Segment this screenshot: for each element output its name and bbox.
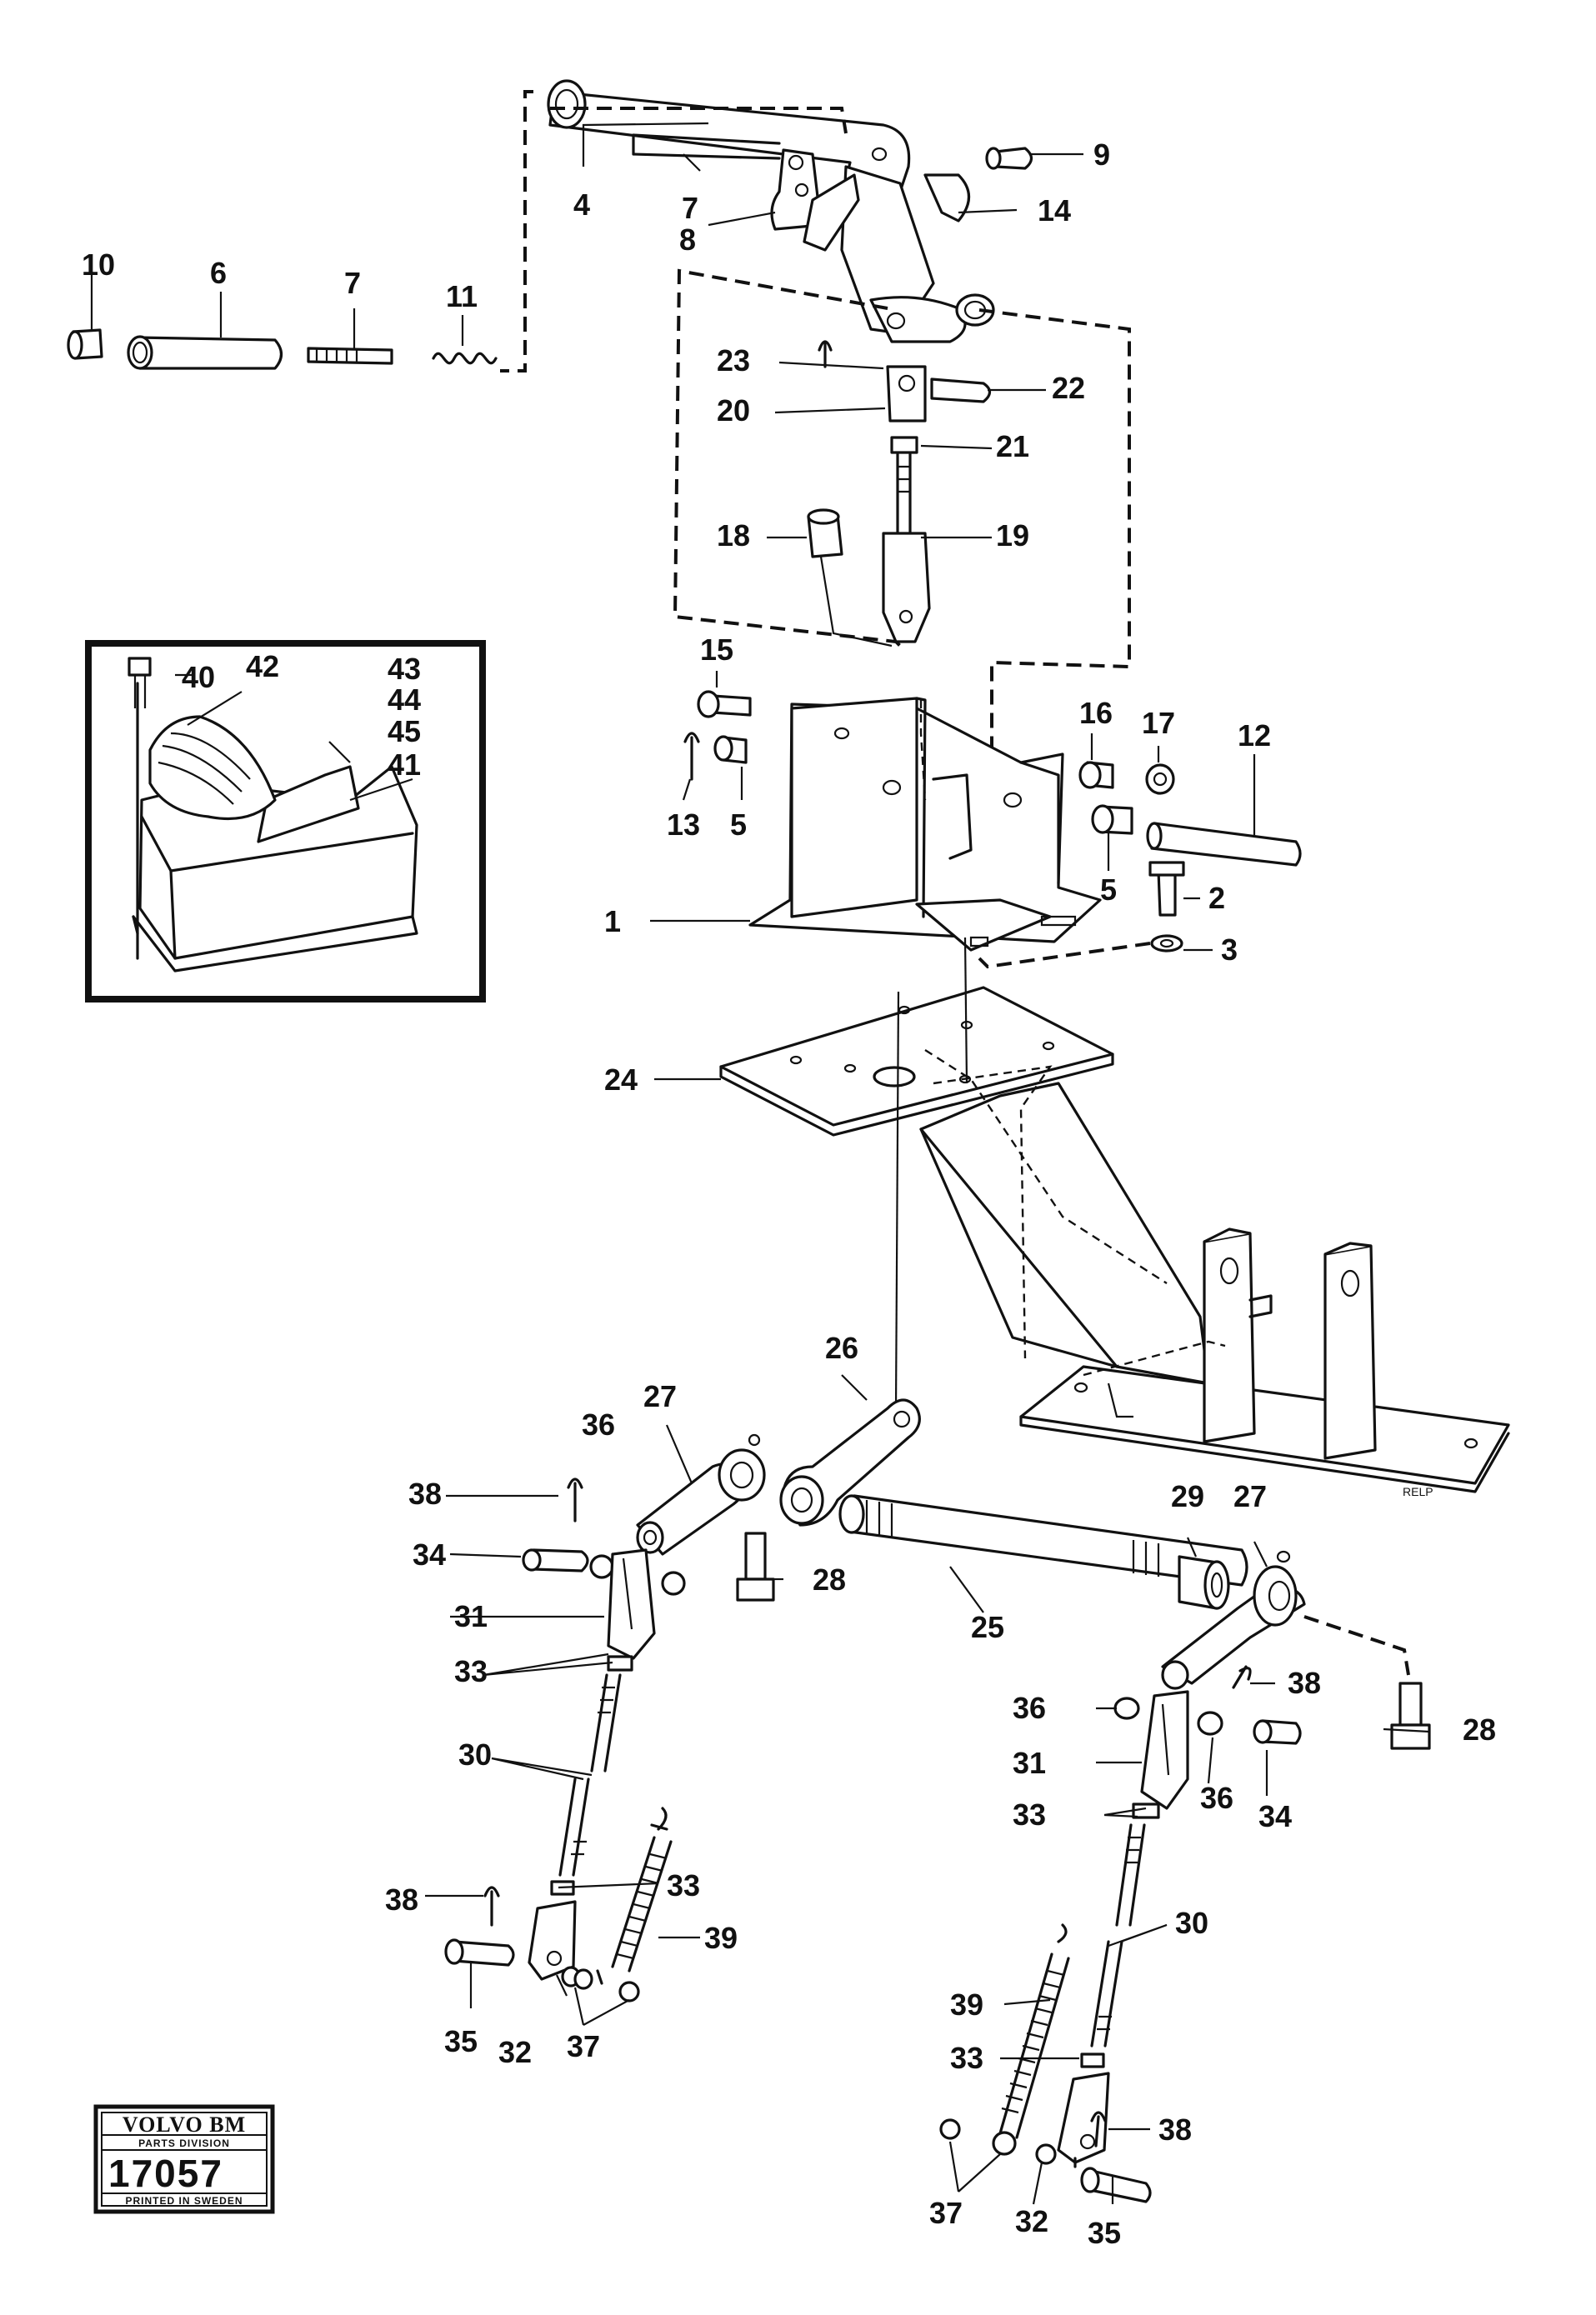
bracket-1 — [748, 697, 1102, 952]
callout-12: 12 — [1238, 718, 1271, 752]
callout-37: 37 — [929, 2196, 963, 2230]
stamp-division: PARTS DIVISION — [138, 2138, 230, 2149]
control-lever — [547, 79, 1033, 343]
callout-36: 36 — [1200, 1781, 1233, 1815]
callout-numbers: 1 2 3 4 5 5 6 7 7 8 9 10 11 12 13 14 15 … — [82, 138, 1496, 2250]
artist-mark: RELP — [1403, 1485, 1433, 1498]
callout-38: 38 — [408, 1477, 442, 1511]
callout-29: 29 — [1171, 1479, 1204, 1513]
callout-31: 31 — [1013, 1746, 1046, 1780]
callout-25: 25 — [971, 1610, 1004, 1644]
callout-23: 23 — [717, 343, 750, 378]
callout-18: 18 — [717, 518, 750, 552]
callout-42: 42 — [246, 649, 279, 683]
callout-36: 36 — [582, 1408, 615, 1442]
callout-26: 26 — [825, 1331, 858, 1365]
callout-14: 14 — [1038, 193, 1071, 228]
callout-7: 7 — [344, 266, 361, 300]
handle-parts — [67, 328, 498, 370]
stamp-number: 17057 — [108, 2152, 223, 2195]
callout-20: 20 — [717, 393, 750, 428]
callout-27: 27 — [643, 1379, 677, 1413]
callout-27: 27 — [1233, 1479, 1267, 1513]
callout-38: 38 — [1158, 2112, 1192, 2147]
leader-lines — [90, 122, 1430, 2205]
callout-33: 33 — [1013, 1798, 1046, 1832]
callout-30: 30 — [1175, 1906, 1208, 1940]
callout-7: 7 — [682, 191, 698, 225]
callout-35: 35 — [1088, 2216, 1121, 2250]
callout-24: 24 — [604, 1062, 638, 1097]
callout-30: 30 — [458, 1738, 492, 1772]
callout-13: 13 — [667, 808, 700, 842]
callout-1: 1 — [604, 904, 621, 938]
right-linkage — [939, 1665, 1302, 2203]
callout-43: 43 — [388, 652, 421, 686]
callout-38: 38 — [1288, 1666, 1321, 1700]
callout-33: 33 — [950, 2041, 983, 2075]
left-linkage — [444, 1478, 686, 2002]
callout-4: 4 — [573, 188, 590, 222]
callout-36: 36 — [1013, 1691, 1046, 1725]
linkage-upper — [807, 340, 992, 648]
callout-10: 10 — [82, 248, 115, 282]
callout-44: 44 — [388, 682, 421, 717]
callout-2: 2 — [1208, 881, 1225, 915]
bracket-fasteners — [683, 690, 1302, 969]
callout-32: 32 — [1015, 2204, 1048, 2238]
callout-32: 32 — [498, 2035, 532, 2069]
callout-28: 28 — [1463, 1712, 1496, 1747]
callout-45: 45 — [388, 714, 421, 748]
callout-3: 3 — [1221, 932, 1238, 967]
callout-6: 6 — [210, 256, 227, 290]
callout-31: 31 — [454, 1599, 488, 1633]
stamp-brand: VOLVO BM — [123, 2112, 246, 2137]
callout-28: 28 — [813, 1562, 846, 1597]
callout-11: 11 — [446, 279, 478, 313]
callout-15: 15 — [700, 632, 733, 667]
callout-16: 16 — [1079, 696, 1113, 730]
callout-34: 34 — [413, 1538, 446, 1572]
callout-19: 19 — [996, 518, 1029, 552]
inset-box — [85, 640, 486, 1002]
parts-division-stamp: VOLVO BM PARTS DIVISION 17057 PRINTED IN… — [93, 2104, 275, 2214]
callout-33: 33 — [667, 1868, 700, 1902]
callout-39: 39 — [950, 1988, 983, 2022]
callout-9: 9 — [1093, 138, 1110, 172]
stamp-footer: PRINTED IN SWEDEN — [125, 2195, 243, 2207]
callout-22: 22 — [1052, 371, 1085, 405]
callout-17: 17 — [1142, 706, 1175, 740]
callout-8: 8 — [679, 222, 696, 257]
callout-21: 21 — [996, 429, 1029, 463]
callout-40: 40 — [182, 660, 215, 694]
callout-5: 5 — [730, 808, 747, 842]
callout-33: 33 — [454, 1654, 488, 1688]
mounting-plate — [719, 986, 1510, 1493]
callout-41: 41 — [388, 748, 421, 782]
callout-39: 39 — [704, 1921, 738, 1955]
callout-5: 5 — [1100, 872, 1117, 907]
callout-38: 38 — [385, 1882, 418, 1917]
callout-35: 35 — [444, 2024, 478, 2058]
callout-34: 34 — [1258, 1799, 1292, 1833]
callout-37: 37 — [567, 2029, 600, 2063]
